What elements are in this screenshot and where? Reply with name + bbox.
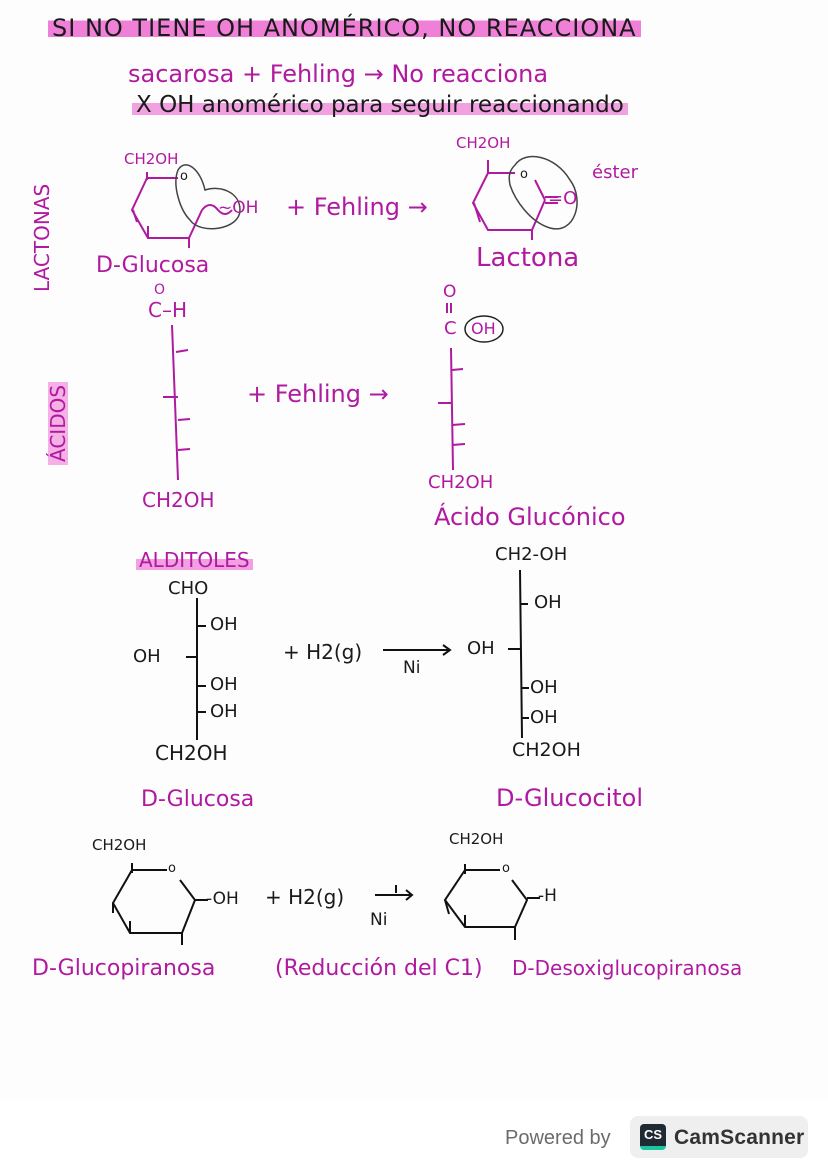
- lactone-carbonyl: =O: [548, 188, 578, 209]
- glucopyranose-name: D-Glucopiranosa: [32, 956, 216, 981]
- glucose-oh-3: OH: [210, 674, 238, 695]
- glucopyranose-ch2oh: CH2OH: [92, 836, 147, 854]
- glucopyranose-oh: -OH: [206, 889, 239, 909]
- lactone-name-label: Lactona: [476, 243, 580, 273]
- c1-reduction-note: (Reducción del C1): [275, 956, 483, 981]
- glucose-oh-1: OH: [210, 614, 238, 635]
- acid-circled-oh: OH: [471, 319, 496, 338]
- glucitol-oh-4: OH: [530, 707, 558, 728]
- glucose-anomeric-oh: ~OH: [218, 198, 259, 218]
- glucose-name-label: D-Glucosa: [96, 253, 210, 278]
- aldehyde-o: O: [154, 282, 166, 298]
- nickel-catalyst: Ni: [403, 658, 421, 678]
- lactone-ch2oh-label: CH2OH: [456, 134, 511, 152]
- acid-carboxyl-c: C: [444, 318, 457, 339]
- acidos-reagent: + Fehling →: [247, 380, 389, 408]
- reduction-catalyst: Ni: [370, 910, 388, 930]
- glucose-oh-4: OH: [210, 701, 238, 722]
- lactonas-structures: [130, 155, 578, 248]
- page-title: SI NO TIENE OH ANOMÉRICO, NO REACCIONA: [48, 16, 641, 40]
- reactant-ch2oh-bottom: CH2OH: [142, 488, 215, 512]
- powered-by-label: Powered by: [505, 1127, 611, 1149]
- glucose-ch2oh-label: CH2OH: [124, 150, 179, 168]
- glucocitol-name: D-Glucocitol: [496, 784, 643, 812]
- acid-ch2oh-bottom: CH2OH: [428, 472, 494, 493]
- lactonas-reagent: + Fehling →: [286, 193, 428, 221]
- lactone-ring-oxygen: o: [520, 167, 528, 182]
- reduction-reagent: + H2(g): [265, 885, 345, 909]
- glucose-ch2oh-bottom: CH2OH: [155, 741, 228, 765]
- scanned-notes-page: SI NO TIENE OH ANOMÉRICO, NO REACCIONA s…: [30, 16, 743, 981]
- hydrogen-reagent: + H2(g): [283, 640, 363, 664]
- desoxy-hydrogen: -H: [538, 886, 557, 906]
- gluconic-acid-name: Ácido Glucónico: [434, 503, 626, 531]
- glucose-oh-2: OH: [133, 646, 161, 667]
- glucitol-ch2oh-bottom: CH2OH: [512, 739, 581, 761]
- glucitol-top: CH2-OH: [495, 544, 568, 565]
- ester-annotation: éster: [592, 162, 638, 183]
- camscanner-badge[interactable]: CS CamScanner: [630, 1116, 808, 1158]
- glucitol-oh-3: OH: [530, 677, 558, 698]
- desoxy-ch2oh: CH2OH: [449, 830, 504, 848]
- acidos-structures: [163, 303, 504, 481]
- aldehyde-ch: C–H: [148, 298, 188, 322]
- section-title-alditoles: ALDITOLES: [136, 550, 253, 570]
- acid-carbonyl-o: O: [443, 282, 457, 302]
- alditoles-structures: [111, 569, 540, 945]
- glucose-ring-oxygen: o: [180, 169, 188, 184]
- glucitol-oh-2: OH: [467, 638, 495, 659]
- glucose-cho: CHO: [168, 578, 209, 599]
- glucose-fischer-name: D-Glucosa: [141, 787, 255, 812]
- glucopyranose-ring-o: o: [168, 861, 176, 876]
- desoxyglucopyranose-name: D-Desoxiglucopiranosa: [512, 956, 743, 980]
- sacarosa-line: sacarosa + Fehling → No reacciona: [128, 60, 549, 88]
- anomeric-note: X OH anomérico para seguir reaccionando: [132, 94, 628, 117]
- camscanner-logo-icon: CS: [640, 1124, 666, 1150]
- desoxy-ring-o: o: [502, 861, 510, 876]
- camscanner-brand: CamScanner: [674, 1126, 805, 1149]
- glucitol-oh-1: OH: [534, 592, 562, 613]
